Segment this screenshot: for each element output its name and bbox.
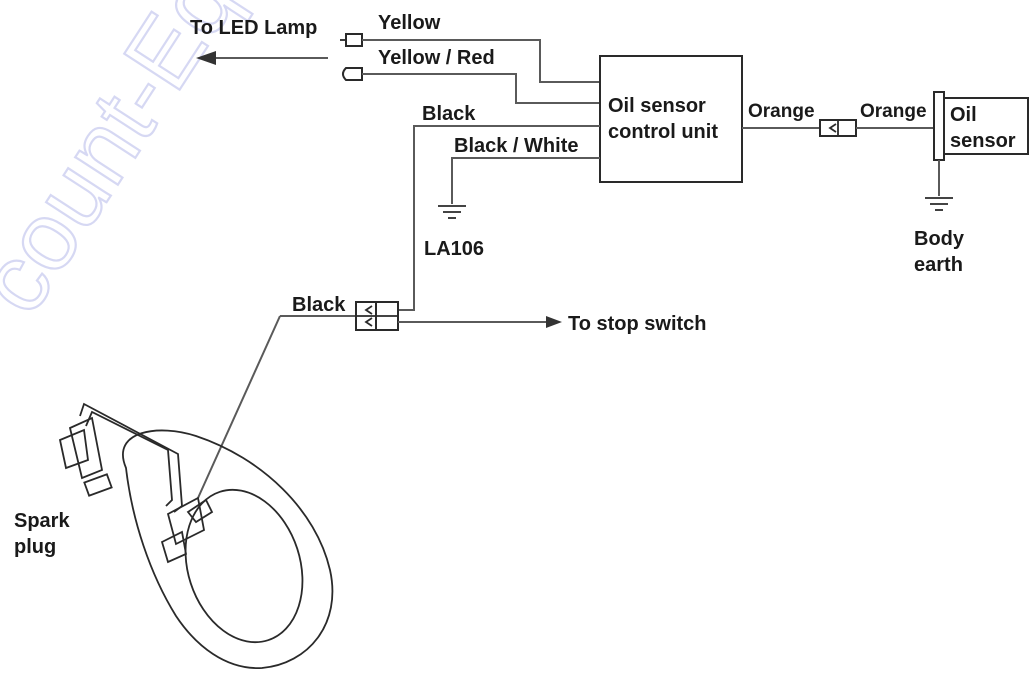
spark-plug-label-line2: plug [14,536,56,558]
ground-symbol-icon [438,205,466,219]
spark-plug-icon [58,402,214,564]
yellow-red-connector-icon [342,67,363,81]
label-orange-left: Orange [748,101,815,122]
wire-black-top [398,125,600,311]
label-black-white-wire: Black / White [454,135,578,157]
label-black-wire-top: Black [422,103,476,125]
label-black-plug-wire: Black [292,294,346,316]
control-unit-label-line2: control unit [608,121,718,143]
yellow-connector-icon [340,33,363,47]
oil-sensor-label-line2: sensor [950,130,1016,152]
label-orange-right: Orange [860,101,927,122]
label-yellow-red-wire: Yellow / Red [378,47,495,69]
wire-black-to-spark-plug [197,315,281,499]
label-to-stop-switch: To stop switch [568,313,707,335]
wire-black-white [451,157,600,204]
spark-plug-label-line1: Spark [14,510,70,532]
arrow-head-right-icon [546,316,562,328]
body-earth-label-line1: Body [914,228,965,250]
orange-connector-icon [819,119,857,137]
oil-sensor-body [943,97,1029,155]
label-ground-code: LA106 [424,238,484,260]
control-unit-label-line1: Oil sensor [608,95,706,117]
wire-yellow [362,39,600,83]
oil-sensor-label-line1: Oil [950,104,977,126]
label-to-led-lamp: To LED Lamp [190,17,317,39]
wire-yellow-red [362,73,600,104]
engine-cylinder-drawing [122,429,334,669]
oil-sensor-control-unit [599,55,743,183]
arrow-head-left-icon [196,51,216,65]
body-earth-ground-icon [925,197,953,211]
oil-sensor-mount [933,91,945,161]
watermark-text: count-Equi [0,0,298,331]
body-earth-label-line2: earth [914,254,963,276]
junction-connector-icon [355,301,399,331]
label-yellow-wire: Yellow [378,12,441,34]
